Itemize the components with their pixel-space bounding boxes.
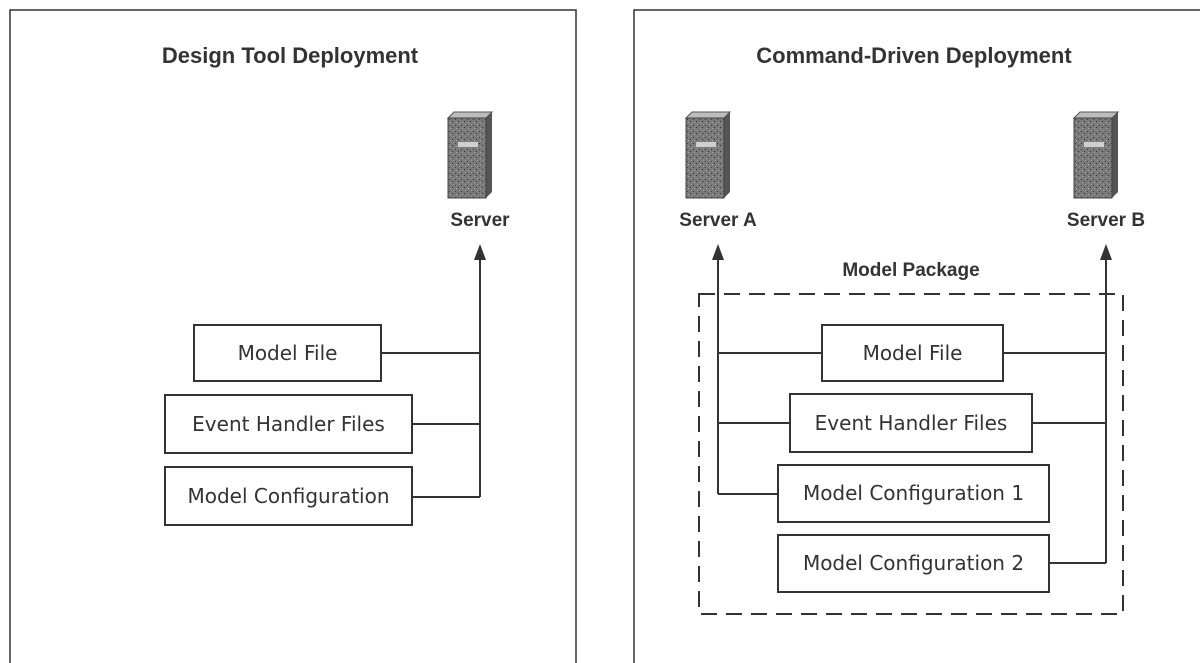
right-panel: Command-Driven Deployment Server A Serve… [633, 9, 1200, 663]
model-file-box: Model File [193, 324, 382, 382]
model-configuration-2-box: Model Configuration 2 [777, 534, 1050, 593]
model-package-frame [698, 293, 1124, 615]
right-panel-frame [633, 9, 1200, 663]
pkg-event-handler-files-label: Event Handler Files [815, 411, 1008, 435]
right-panel-title: Command-Driven Deployment [756, 43, 1072, 68]
server-b-label: Server B [1067, 210, 1145, 231]
model-file-label: Model File [238, 341, 338, 365]
server-b-icon [1073, 111, 1119, 199]
server-icon [447, 111, 493, 199]
left-panel-frame [9, 9, 577, 663]
model-configuration-box: Model Configuration [164, 466, 413, 526]
model-configuration-1-box: Model Configuration 1 [777, 464, 1050, 523]
server-label: Server [450, 210, 510, 231]
event-handler-files-label: Event Handler Files [192, 412, 385, 436]
left-panel-title: Design Tool Deployment [162, 43, 419, 68]
server-a-label: Server A [679, 210, 757, 231]
server-b-arrow-icon [1100, 244, 1112, 260]
pkg-model-file-box: Model File [821, 324, 1004, 382]
pkg-model-file-label: Model File [863, 341, 963, 365]
server-a-icon [685, 111, 731, 199]
pkg-event-handler-files-box: Event Handler Files [789, 393, 1033, 453]
server-a-arrow-icon [712, 244, 724, 260]
model-configuration-1-label: Model Configuration 1 [803, 481, 1024, 505]
model-configuration-label: Model Configuration [187, 484, 389, 508]
left-panel: Design Tool Deployment Server Model File… [9, 9, 577, 663]
model-package-label: Model Package [842, 260, 979, 281]
event-handler-files-box: Event Handler Files [164, 394, 413, 454]
model-configuration-2-label: Model Configuration 2 [803, 551, 1024, 575]
server-arrow-icon [474, 244, 486, 260]
